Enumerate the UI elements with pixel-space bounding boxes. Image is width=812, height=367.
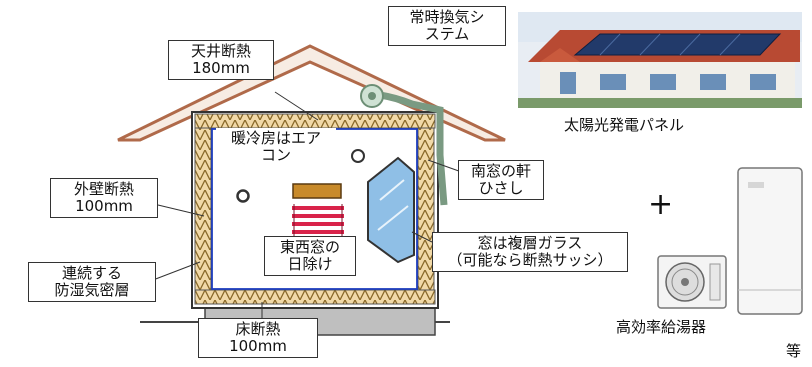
heat-pump-outdoor-unit <box>657 255 727 309</box>
ceiling-insulation-label: 天井断熱 180mm <box>168 40 274 80</box>
ceiling-vent <box>351 149 365 163</box>
exterior-wall-insulation-label: 外壁断熱 100mm <box>50 178 158 218</box>
solar-panel-caption: 太陽光発電パネル <box>564 116 685 134</box>
aircon-label: 暖冷房はエア コン <box>216 128 336 166</box>
shading-label: 東西窓の 日除け <box>264 236 356 276</box>
roof <box>117 44 506 142</box>
aircon-unit <box>292 183 342 199</box>
plus-sign: + <box>648 187 674 222</box>
floor-insulation-label: 床断熱 100mm <box>198 318 318 358</box>
ventilation-system-label: 常時換気シ ステム <box>388 6 506 46</box>
south-window <box>367 156 415 264</box>
left-wall-insulation-band <box>194 127 212 291</box>
hot-water-tank <box>737 167 803 315</box>
south-eaves-label: 南窓の軒 ひさし <box>458 160 544 200</box>
solar-panel-photo <box>518 12 802 108</box>
ceiling-insulation-band <box>194 113 436 129</box>
double-glazing-label: 窓は複層ガラス （可能なら断熱サッシ） <box>432 232 628 272</box>
wall-vent <box>236 189 250 203</box>
etc-caption: 等 <box>786 342 802 360</box>
shading-slats <box>292 204 344 236</box>
vapor-barrier-label: 連続する 防湿気密層 <box>28 262 156 302</box>
water-heater-caption: 高効率給湯器 <box>616 318 707 336</box>
floor-insulation-band <box>194 289 436 305</box>
